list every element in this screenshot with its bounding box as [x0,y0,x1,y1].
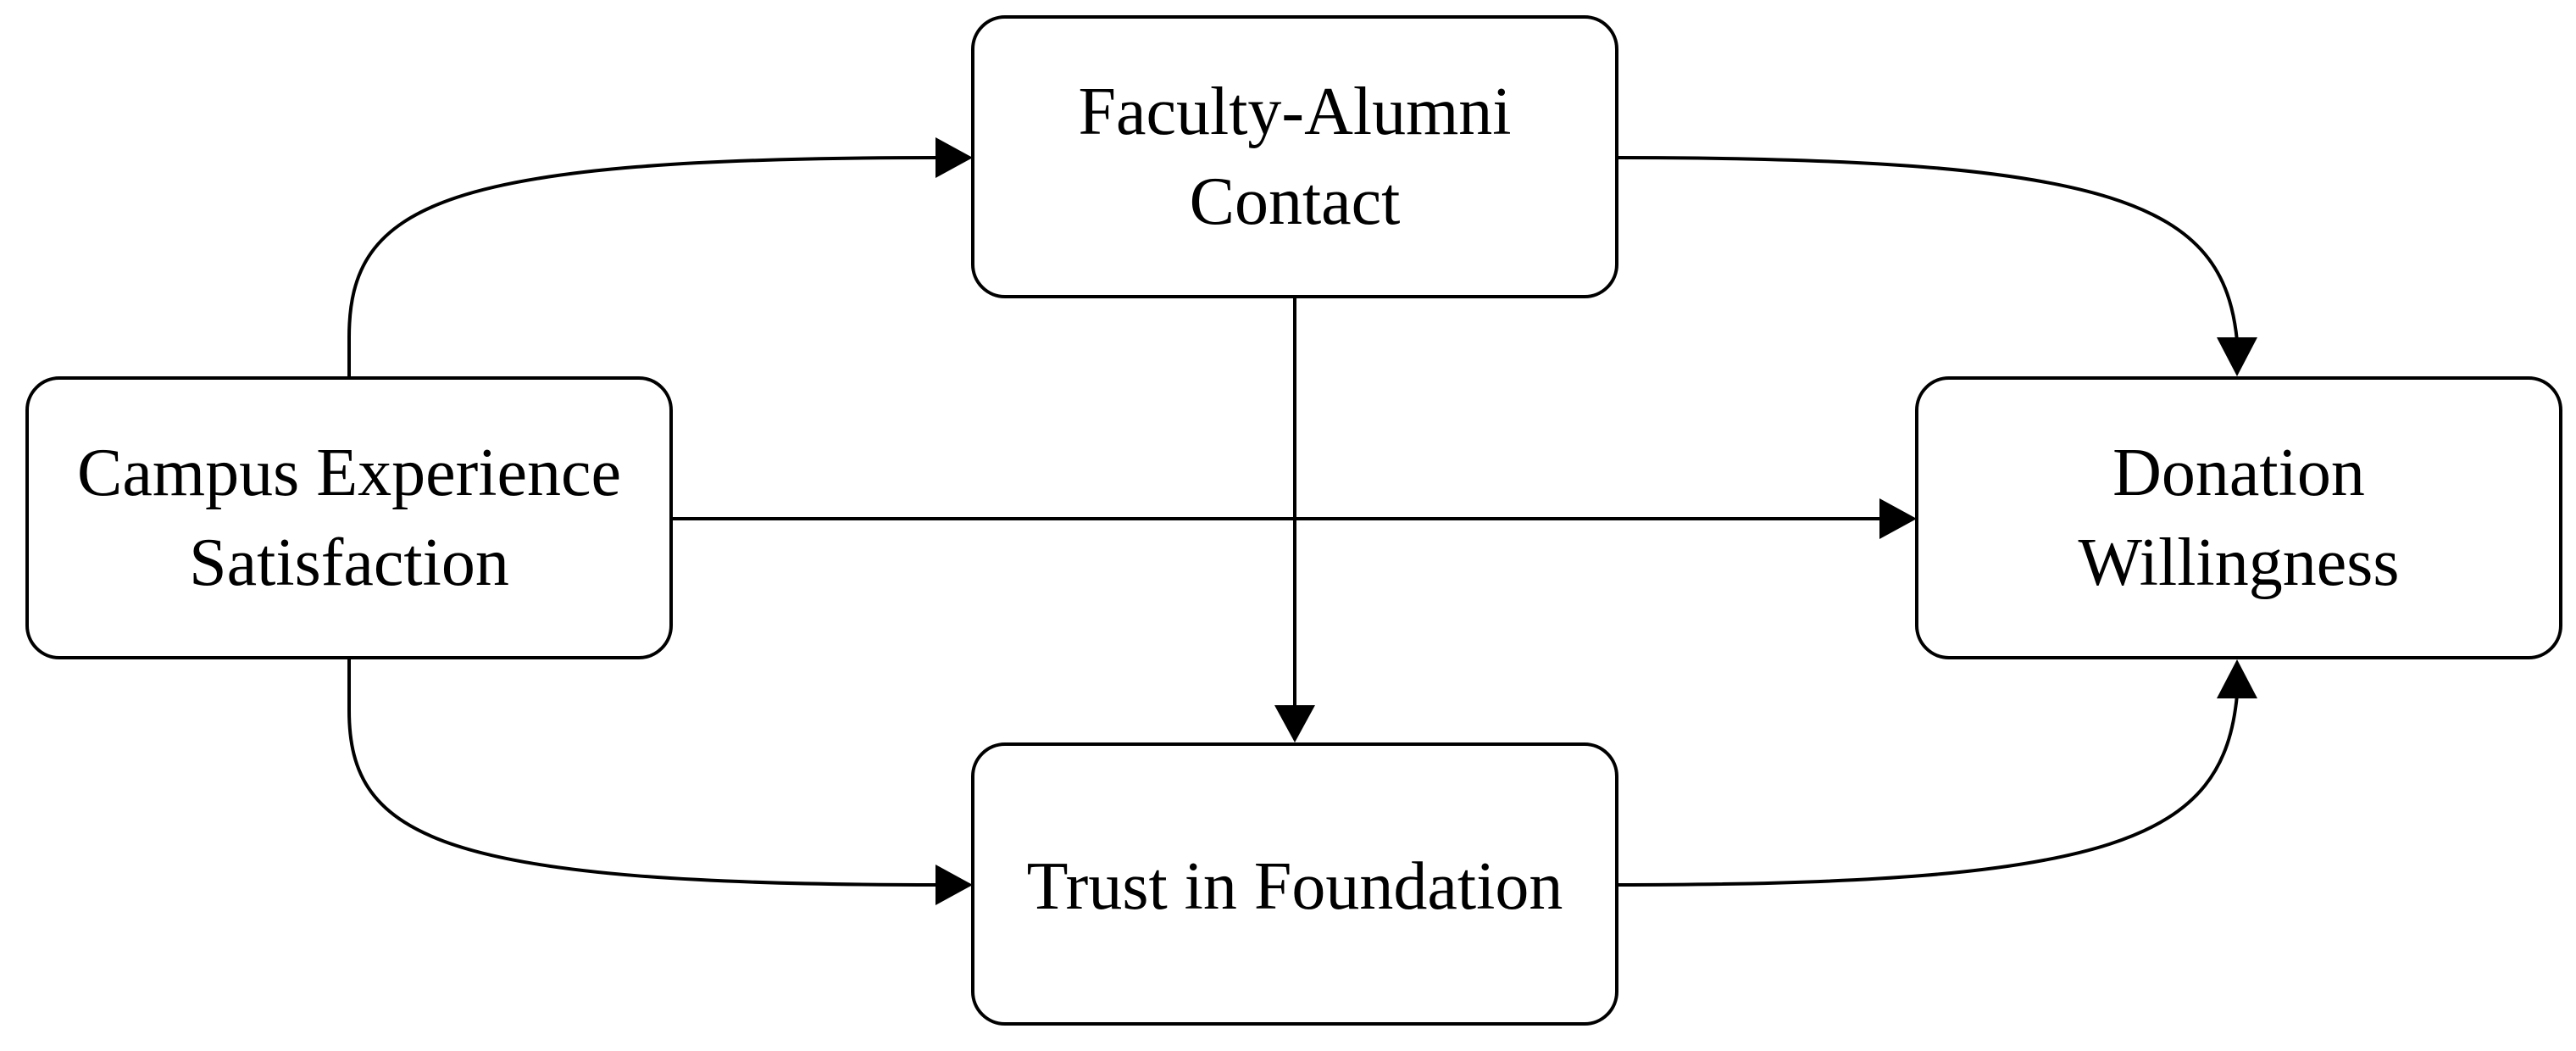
edge-campus-to-trust [347,658,940,887]
edge-faculty-to-donation [1616,156,2239,342]
node-campus-experience-line2: Satisfaction [189,526,509,600]
node-donation-willingness-line1: Donation [2112,436,2365,510]
node-donation-willingness-line2: Willingness [2079,526,2400,600]
arrowhead-campus-to-trust [935,865,973,905]
node-faculty-alumni: Faculty-Alumni Contact [971,15,1618,298]
edges [347,137,2257,905]
edge-campus-to-faculty [347,156,940,378]
arrowhead-trust-to-donation [2217,659,2257,698]
node-campus-experience-line1: Campus Experience [77,436,621,510]
arrowhead-faculty-to-trust [1274,705,1315,742]
arrowhead-faculty-to-donation [2217,337,2257,376]
node-faculty-alumni-box [971,15,1618,298]
node-trust-in-foundation-label: Trust in Foundation [1027,849,1563,924]
node-campus-experience-box [25,376,673,659]
node-trust-in-foundation: Trust in Foundation [971,742,1618,1026]
node-donation-willingness-box [1915,376,2562,659]
node-trust-in-foundation-box [971,742,1618,1026]
node-campus-experience: Campus Experience Satisfaction [25,376,673,659]
edge-trust-to-donation [1616,694,2239,887]
node-faculty-alumni-line1: Faculty-Alumni [1078,75,1511,149]
arrowhead-campus-to-faculty [935,137,973,178]
arrowhead-campus-to-donation [1879,498,1917,539]
node-faculty-alumni-line2: Contact [1190,164,1401,239]
node-donation-willingness: Donation Willingness [1915,376,2562,659]
